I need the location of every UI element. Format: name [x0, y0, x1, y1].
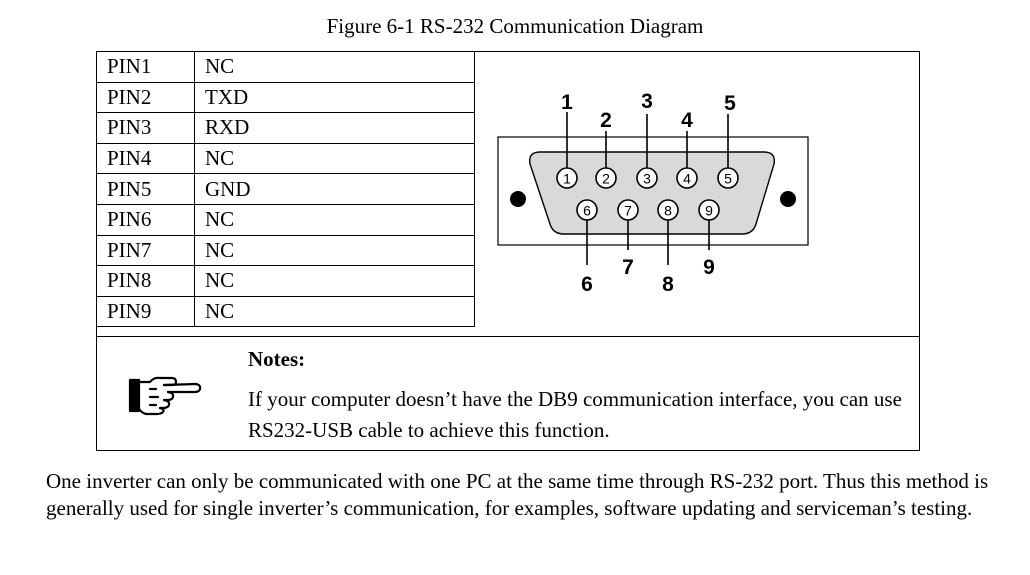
- svg-text:3: 3: [643, 171, 651, 187]
- pin-label: 4: [681, 109, 693, 132]
- pin-name: PIN7: [96, 234, 195, 267]
- svg-text:7: 7: [624, 203, 632, 219]
- table-row: PIN6 NC: [96, 203, 475, 236]
- pin-signal: NC: [194, 295, 475, 328]
- pin-name: PIN6: [96, 203, 195, 236]
- notes-title: Notes:: [248, 347, 306, 371]
- svg-text:5: 5: [724, 171, 732, 187]
- pin-name: PIN8: [96, 265, 195, 297]
- db9-connector-diagram: 1 2 3 4 5 6 7 8: [497, 90, 809, 296]
- pin-label: 6: [581, 273, 593, 296]
- pin-table: PIN1 NC PIN2 TXD PIN3 RXD PIN4 NC PIN5 G…: [96, 51, 475, 328]
- svg-text:9: 9: [705, 203, 713, 219]
- pin-label: 5: [724, 92, 736, 115]
- bottom-pin-row: 6 7 8 9: [576, 199, 720, 221]
- table-row: PIN8 NC: [96, 265, 475, 297]
- pin-signal: NC: [194, 142, 475, 175]
- top-pin-row: 1 2 3 4 5: [556, 167, 739, 189]
- notes-text: If your computer doesn’t have the DB9 co…: [248, 387, 902, 442]
- pin-name: PIN9: [96, 295, 195, 328]
- pointing-hand-icon: [128, 371, 204, 422]
- table-row: PIN1 NC: [96, 51, 475, 83]
- table-row: PIN3 RXD: [96, 112, 475, 144]
- pin-signal: NC: [194, 265, 475, 297]
- pin-circle: 7: [617, 199, 639, 221]
- pin-circle: 6: [576, 199, 598, 221]
- pin-circle: 5: [717, 167, 739, 189]
- figure-title: Figure 6-1 RS-232 Communication Diagram: [326, 14, 704, 38]
- pin-circle: 1: [556, 167, 578, 189]
- pin-signal: NC: [194, 51, 475, 83]
- table-row: PIN5 GND: [96, 173, 475, 205]
- pin-signal: NC: [194, 203, 475, 236]
- table-row: PIN4 NC: [96, 142, 475, 175]
- mounting-hole-right: [780, 191, 796, 207]
- pin-signal: RXD: [194, 112, 475, 144]
- pin-circle: 8: [657, 199, 679, 221]
- pin-label: 9: [703, 256, 715, 279]
- body-paragraph: One inverter can only be communicated wi…: [46, 469, 989, 520]
- notes-divider: [96, 336, 920, 337]
- pin-label: 2: [600, 109, 612, 132]
- svg-text:4: 4: [683, 171, 691, 187]
- pin-name: PIN1: [96, 51, 195, 83]
- pin-name: PIN3: [96, 112, 195, 144]
- svg-text:2: 2: [602, 171, 610, 187]
- pin-label: 8: [662, 273, 674, 296]
- pin-label: 7: [622, 256, 634, 279]
- table-row: PIN9 NC: [96, 295, 475, 328]
- pin-name: PIN2: [96, 81, 195, 114]
- pin-name: PIN5: [96, 173, 195, 205]
- table-row: PIN2 TXD: [96, 81, 475, 114]
- pin-circle: 2: [595, 167, 617, 189]
- pin-signal: TXD: [194, 81, 475, 114]
- pin-label: 1: [561, 91, 573, 114]
- pin-signal: GND: [194, 173, 475, 205]
- pin-signal: NC: [194, 234, 475, 267]
- table-row: PIN7 NC: [96, 234, 475, 267]
- pin-circle: 4: [676, 167, 698, 189]
- pin-circle: 3: [636, 167, 658, 189]
- pin-name: PIN4: [96, 142, 195, 175]
- svg-text:6: 6: [583, 203, 591, 219]
- mounting-hole-left: [510, 191, 526, 207]
- svg-text:1: 1: [563, 171, 571, 187]
- pin-circle: 9: [698, 199, 720, 221]
- svg-text:8: 8: [664, 203, 672, 219]
- pin-label: 3: [641, 90, 653, 113]
